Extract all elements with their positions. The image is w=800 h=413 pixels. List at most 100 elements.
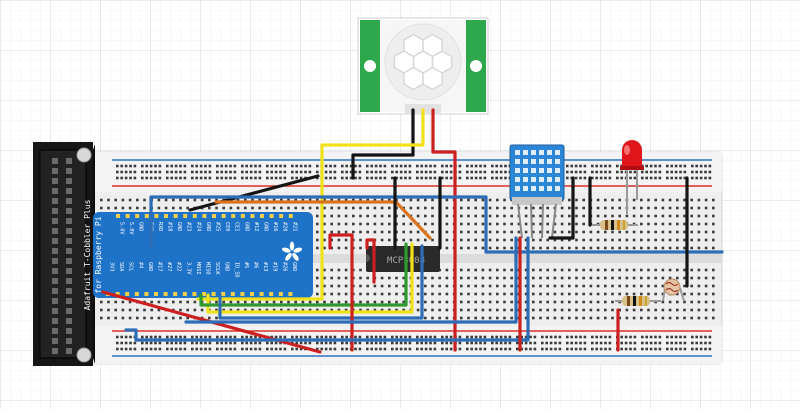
rail-hole xyxy=(591,170,594,174)
rail-hole xyxy=(608,347,612,351)
rail-hole xyxy=(483,164,487,168)
terminal-hole xyxy=(337,198,341,202)
terminal-hole xyxy=(136,198,139,202)
rail-hole xyxy=(408,335,412,339)
terminal-hole xyxy=(402,300,405,304)
terminal-hole xyxy=(604,300,607,304)
terminal-hole xyxy=(640,308,643,312)
rail-hole xyxy=(674,170,678,174)
terminal-hole xyxy=(215,198,218,202)
rail-hole xyxy=(570,341,573,345)
header-pin xyxy=(66,188,72,194)
terminal-hole xyxy=(611,246,614,250)
rail-hole xyxy=(554,347,557,351)
terminal-hole xyxy=(445,316,449,320)
rail-hole xyxy=(183,341,187,345)
terminal-hole xyxy=(611,238,614,242)
rail-hole xyxy=(224,176,228,180)
rail-hole xyxy=(216,341,219,345)
dht-vent-grid xyxy=(515,150,560,191)
rail-hole xyxy=(320,341,323,345)
terminal-hole xyxy=(330,238,333,242)
dht-vent xyxy=(531,168,536,173)
terminal-hole xyxy=(100,198,103,202)
terminal-hole xyxy=(330,214,333,218)
rail-hole xyxy=(541,347,544,351)
rail-hole xyxy=(583,335,587,339)
rail-hole xyxy=(170,335,173,339)
rail-hole xyxy=(129,341,132,345)
rail-hole xyxy=(470,347,473,351)
terminal-hole xyxy=(539,238,542,242)
rail-hole xyxy=(591,347,594,351)
terminal-hole xyxy=(359,222,362,226)
rail-hole xyxy=(204,341,207,345)
terminal-hole xyxy=(481,284,485,288)
terminal-hole xyxy=(114,198,117,202)
rail-hole xyxy=(579,170,582,174)
terminal-hole xyxy=(697,246,701,250)
terminal-hole xyxy=(632,246,636,250)
rail-hole xyxy=(354,176,357,180)
terminal-hole xyxy=(532,230,535,234)
dht-vent xyxy=(515,159,520,164)
terminal-hole xyxy=(373,222,377,226)
cobbler-pin xyxy=(240,214,245,218)
terminal-hole xyxy=(474,238,477,242)
pir-dome-icon xyxy=(384,23,462,101)
terminal-hole xyxy=(474,276,477,280)
terminal-hole xyxy=(467,300,470,304)
header-pin xyxy=(52,238,58,244)
terminal-hole xyxy=(676,276,679,280)
terminal-hole xyxy=(596,268,600,272)
terminal-hole xyxy=(316,214,319,218)
rail-hole xyxy=(204,176,207,180)
terminal-hole xyxy=(474,308,477,312)
rail-hole xyxy=(120,347,123,351)
terminal-hole xyxy=(661,268,665,272)
rail-hole xyxy=(433,347,437,351)
terminal-hole xyxy=(460,246,463,250)
rail-hole xyxy=(629,341,632,345)
rail-hole xyxy=(245,176,248,180)
dht-vent xyxy=(531,186,536,191)
rail-hole xyxy=(633,170,637,174)
rail-hole xyxy=(345,335,348,339)
rail-hole xyxy=(533,341,537,345)
rail-hole xyxy=(658,170,662,174)
rail-hole xyxy=(216,176,219,180)
rail-hole xyxy=(641,170,644,174)
rail-hole xyxy=(679,335,682,339)
terminal-hole xyxy=(431,292,434,296)
rail-hole xyxy=(558,347,562,351)
rail-hole xyxy=(170,176,173,180)
rail-hole xyxy=(695,170,698,174)
terminal-hole xyxy=(488,198,492,202)
terminal-hole xyxy=(409,230,413,234)
terminal-hole xyxy=(330,268,333,272)
terminal-hole xyxy=(503,308,506,312)
terminal-hole xyxy=(416,300,420,304)
terminal-hole xyxy=(107,316,110,320)
rail-hole xyxy=(158,176,162,180)
rail-hole xyxy=(474,176,478,180)
rail-hole xyxy=(249,164,253,168)
rail-hole xyxy=(433,170,437,174)
terminal-hole xyxy=(496,308,499,312)
terminal-hole xyxy=(114,316,117,320)
rail-hole xyxy=(224,164,228,168)
terminal-hole xyxy=(539,214,542,218)
terminal-hole xyxy=(546,284,549,288)
rail-hole xyxy=(195,341,198,345)
rail-hole xyxy=(354,347,357,351)
terminal-hole xyxy=(467,230,470,234)
header-pin xyxy=(66,248,72,254)
terminal-hole xyxy=(460,308,463,312)
cobbler-bottom-pin-label: #6 xyxy=(253,262,259,268)
terminal-hole xyxy=(244,206,247,210)
terminal-hole xyxy=(575,206,578,210)
rail-hole xyxy=(608,341,612,345)
terminal-hole xyxy=(424,276,427,280)
terminal-hole xyxy=(539,308,542,312)
cobbler-pin xyxy=(163,292,168,296)
